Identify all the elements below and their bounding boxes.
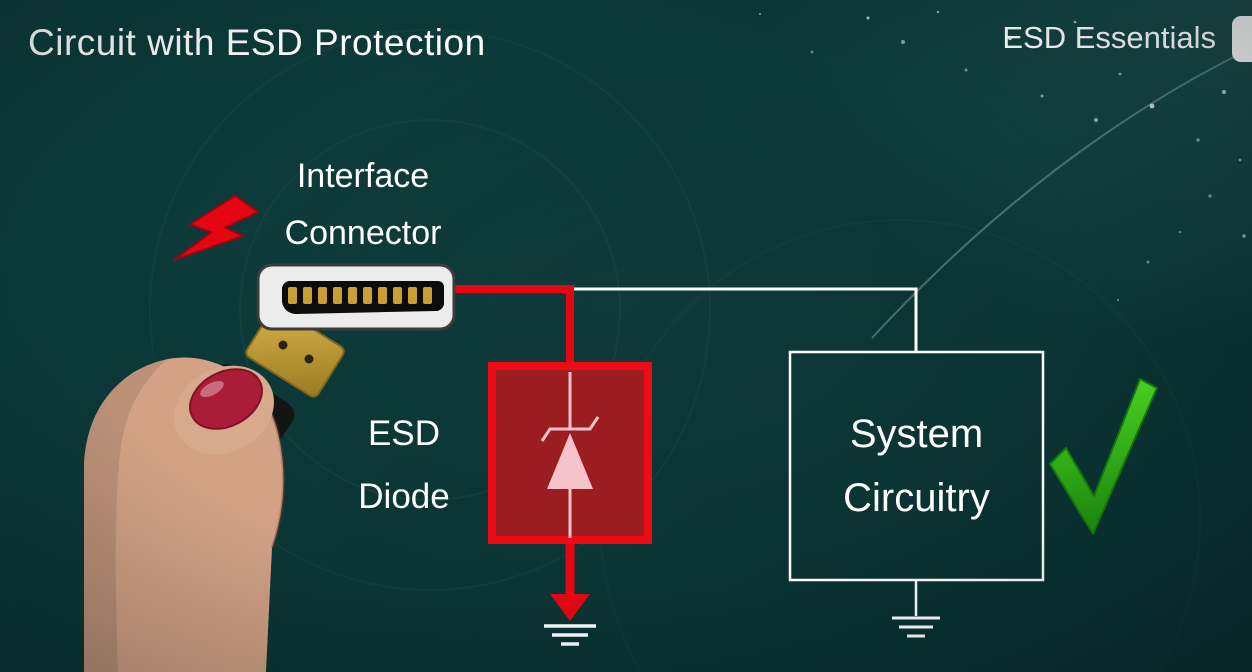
fingernail [189,368,263,430]
ground-arrow [550,544,590,621]
slide-title: Circuit with ESD Protection [28,22,486,63]
background-decoration [758,10,1252,339]
lightning-icon [173,194,260,261]
brand-text: ESD Essentials [1002,20,1216,55]
checkmark-icon [1049,378,1158,535]
esd-diode-label: ESD Diode [358,414,450,516]
stars [758,10,1246,302]
hdmi-connector-photo [84,263,456,672]
brand-logo [1232,16,1252,62]
hdmi-pins [288,287,432,304]
esd-diode-box [488,362,652,544]
hdmi-face-plate [256,263,456,331]
ground-symbol-right [892,580,940,638]
ground-symbol-left [544,624,596,646]
system-circuitry-label: System Circuitry [843,412,990,520]
interface-connector-label: Interface Connector [284,157,442,252]
zener-diode-symbol [540,372,600,538]
hand-photo [84,357,286,672]
red-wire [450,285,574,370]
white-wire [568,287,918,352]
light-streak [871,47,1252,339]
